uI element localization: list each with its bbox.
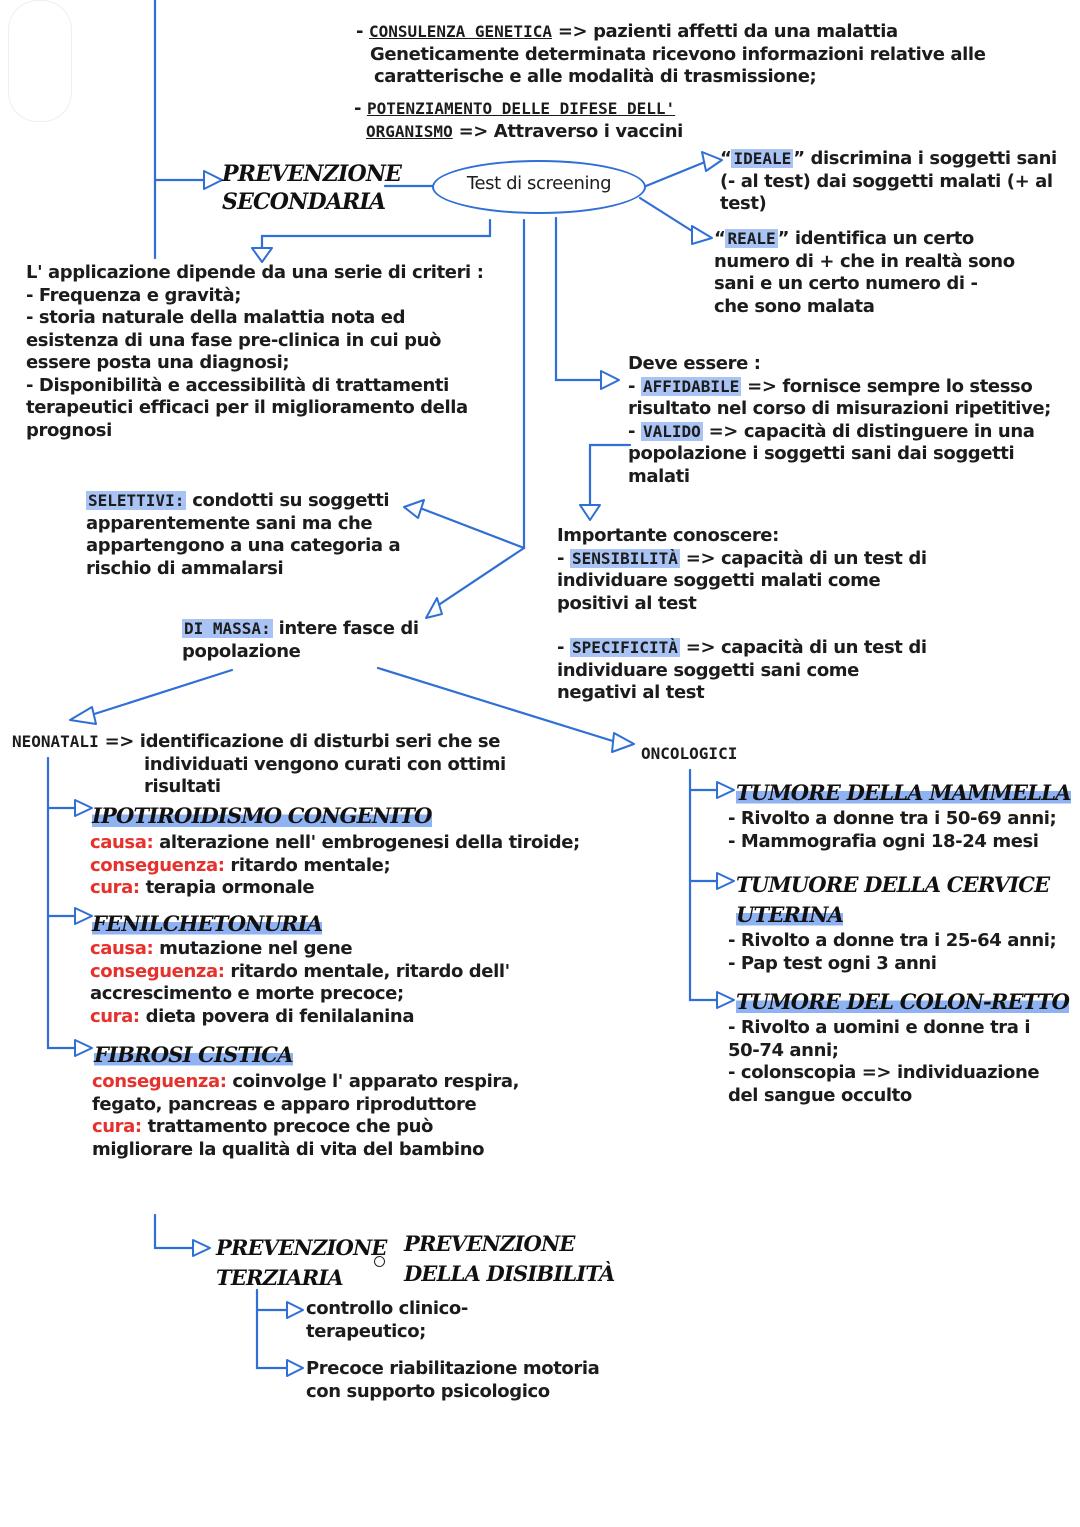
ipotiroidismo-title: IPOTIROIDISMO CONGENITO (92, 803, 432, 828)
oncologici-label: ONCOLOGICI (641, 744, 738, 763)
tumore-colon-details: - Rivolto a uomini e donne tra i 50-74 a… (728, 1017, 1040, 1106)
tumore-cervice-details: - Rivolto a donne tra i 25-64 anni; - Pa… (728, 930, 1057, 974)
fenilchetonuria-details: causa: mutazione nel gene conseguenza: r… (90, 938, 510, 1027)
massa-label: DI MASSA: (182, 619, 273, 638)
neonatali-block: NEONATALI => identificazione di disturbi… (12, 731, 506, 797)
prevenzione-secondaria-title: PREVENZIONE SECONDARIA (222, 161, 402, 215)
potenziamento-title: POTENZIAMENTO DELLE DIFESE DELL' (366, 99, 676, 118)
tumore-mammella-details: - Rivolto a donne tra i 50-69 anni; - Ma… (728, 808, 1057, 852)
terziaria-item-2: Precoce riabilitazione motoria con suppo… (306, 1358, 600, 1402)
fenilchetonuria-title: FENILCHETONURIA (92, 911, 323, 936)
background-card-outline (8, 0, 72, 122)
tumore-mammella-title: TUMORE DELLA MAMMELLA (736, 780, 1071, 805)
consulenza-text: => pazienti affetti da una malattia (557, 21, 898, 42)
importante-block: Importante conoscere: - SENSIBILITÀ => c… (557, 525, 927, 703)
terziaria-item-1: controllo clinico- terapeutico; (306, 1298, 468, 1342)
consulenza-line-3: caratterische e alle modalità di trasmis… (374, 66, 817, 87)
consulenza-genetica-block: - CONSULENZA GENETICA => pazienti affett… (356, 21, 986, 87)
consulenza-genetica-title: CONSULENZA GENETICA (368, 22, 552, 41)
tumore-colon-title: TUMORE DEL COLON-RETTO (736, 989, 1070, 1014)
reale-label: REALE (725, 229, 778, 248)
affidabile-label: AFFIDABILE (640, 376, 742, 396)
requisiti-block: Deve essere : - AFFIDABILE => fornisce s… (628, 353, 1051, 487)
fibrosi-cistica-title: FIBROSI CISTICA (94, 1042, 293, 1067)
ideale-label: IDEALE (731, 149, 794, 168)
neonatali-label: NEONATALI (12, 732, 99, 751)
sensibilita-label: SENSIBILITÀ (569, 548, 680, 568)
potenziamento-title-2: ORGANISMO (366, 121, 453, 141)
prevenzione-disabilita-title: PREVENZIONE DELLA DISIBILITÀ (404, 1231, 615, 1286)
selettivi-label: SELETTIVI: (86, 491, 187, 510)
consulenza-line-2: Geneticamente determinata ricevono infor… (370, 43, 986, 65)
or-circle-icon (374, 1256, 385, 1267)
prevenzione-terziaria-title: PREVENZIONE TERZIARIA (216, 1235, 387, 1290)
potenziamento-block: - POTENZIAMENTO DELLE DIFESE DELL' ORGAN… (354, 98, 684, 142)
tumore-cervice-title: TUMUORE DELLA CERVICE UTERINA (736, 872, 1050, 927)
ipotiroidismo-details: causa: alterazione nell' embrogenesi del… (90, 832, 580, 898)
ideale-block: “IDEALE” discrimina i soggetti sani (- a… (720, 148, 1057, 214)
potenziamento-text: => Attraverso i vaccini (458, 120, 684, 142)
fibrosi-cistica-details: conseguenza: coinvolge l' apparato respi… (92, 1071, 520, 1160)
selettivi-block: SELETTIVI: condotti su soggetti apparent… (86, 490, 401, 579)
criteri-block: L' applicazione dipende da una serie di … (26, 262, 484, 441)
test-screening-node (432, 160, 646, 214)
massa-block: DI MASSA: intere fasce di popolazione (182, 618, 419, 662)
valido-label: VALIDO (640, 421, 703, 441)
specificita-label: SPECIFICITÀ (569, 638, 680, 657)
test-screening-label: Test di screening (466, 173, 612, 194)
reale-block: “REALE” identifica un certo numero di + … (714, 228, 1015, 317)
